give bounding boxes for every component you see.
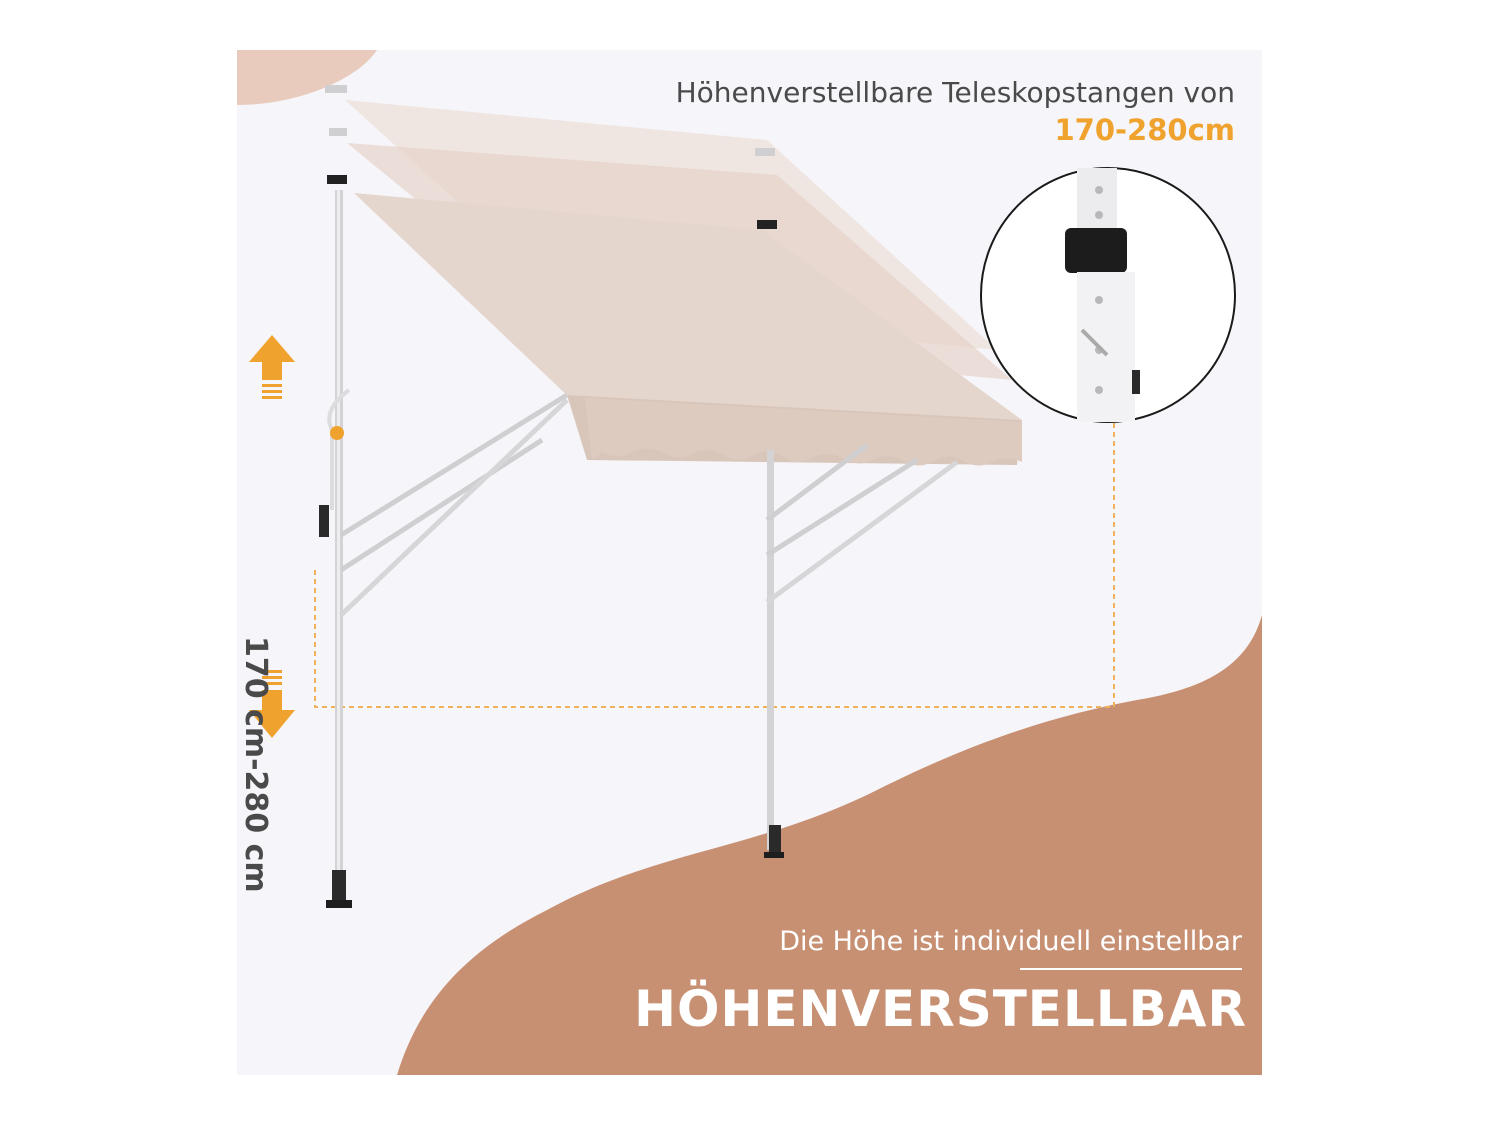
feature-text: Höhenverstellbare Teleskopstangen von xyxy=(675,76,1235,109)
product-image-card: Höhenverstellbare Teleskopstangen von 17… xyxy=(237,50,1262,1075)
awning-illustration xyxy=(237,50,1262,1075)
canopy-main xyxy=(354,193,1022,420)
canopy-valance xyxy=(585,398,1022,466)
rear-pole-top-cap xyxy=(325,85,347,93)
page-title: HÖHENVERSTELLBAR xyxy=(634,980,1247,1038)
magnifier-circle xyxy=(980,167,1236,423)
front-pole-foot xyxy=(769,825,781,855)
arrow-down-icon xyxy=(249,690,295,738)
corner-wave-top xyxy=(237,50,377,105)
height-label: 170 cm-280 cm xyxy=(238,636,273,893)
subtitle: Die Höhe ist individuell einstellbar xyxy=(779,926,1242,957)
brand-wave xyxy=(397,615,1262,1075)
front-pole xyxy=(767,450,774,850)
arrow-up-icon xyxy=(249,335,295,380)
rear-pole-foot xyxy=(332,870,346,908)
feature-range: 170-280cm xyxy=(1054,113,1235,147)
height-arrow xyxy=(249,335,295,738)
subtitle-divider xyxy=(1020,968,1242,970)
